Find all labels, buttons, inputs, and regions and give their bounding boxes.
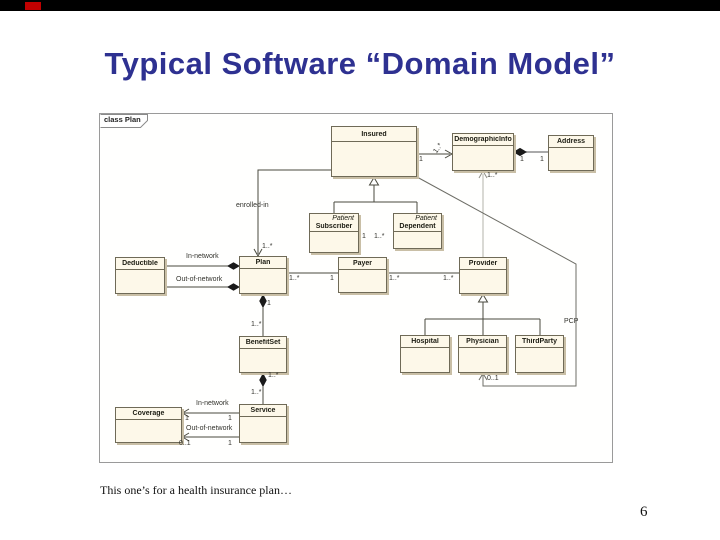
multiplicity: 1..* — [262, 243, 273, 250]
multiplicity: 1..* — [251, 321, 262, 328]
class-provider: Provider — [459, 257, 507, 294]
stereotype-patient: Patient — [415, 215, 437, 222]
class-benefitset: BenefitSet — [239, 336, 287, 373]
multiplicity: 1 — [419, 156, 423, 163]
frame-tab — [100, 114, 148, 128]
class-physician: Physician — [458, 335, 507, 373]
multiplicity: 1..* — [374, 233, 385, 240]
class-coverage: Coverage — [115, 407, 182, 443]
multiplicity: 1..* — [443, 275, 454, 282]
multiplicity: 0..1 — [179, 440, 191, 447]
assoc-label-in-network: In-network — [196, 400, 229, 407]
slide-title: Typical Software “Domain Model” — [104, 46, 616, 81]
assoc-label-in-network: In-network — [186, 253, 219, 260]
class-thirdparty: ThirdParty — [515, 335, 564, 373]
stereotype-patient: Patient — [332, 215, 354, 222]
multiplicity: 1 — [540, 156, 544, 163]
multiplicity: 1 — [330, 275, 334, 282]
frame-label: class Plan — [104, 115, 141, 124]
assoc-label-out-of-network: Out-of-network — [176, 276, 223, 283]
multiplicity: 1 — [228, 440, 232, 447]
multiplicity: 1..* — [251, 389, 262, 396]
class-plan: Plan — [239, 256, 287, 294]
class-address: Address — [548, 135, 594, 171]
class-insured: Insured — [331, 126, 417, 177]
class-demographicinfo: DemographicInfo — [452, 133, 514, 171]
multiplicity: 1 — [520, 156, 524, 163]
multiplicity: 1 — [362, 233, 366, 240]
multiplicity: 1..* — [268, 372, 279, 379]
multiplicity: 1..* — [289, 275, 300, 282]
uml-connectors — [100, 114, 577, 442]
multiplicity: 1..* — [487, 172, 498, 179]
multiplicity: 1 — [267, 300, 271, 307]
assoc-label-enrolled-in: enrolled-in — [236, 202, 269, 209]
multiplicity: 1 — [228, 415, 232, 422]
class-hospital: Hospital — [400, 335, 450, 373]
assoc-label-out-of-network: Out-of-network — [186, 425, 233, 432]
multiplicity: 1 — [185, 415, 189, 422]
class-service: Service — [239, 404, 287, 443]
assoc-label-pcp: PCP — [564, 318, 579, 325]
page-number: 6 — [640, 504, 648, 520]
class-patient-dependent: Patient Dependent — [393, 213, 442, 249]
multiplicity: 1..* — [389, 275, 400, 282]
class-deductible: Deductible — [115, 257, 165, 294]
uml-diagram-frame: class Plan Insured DemographicInfo Addre… — [99, 113, 613, 463]
top-border-bar — [0, 0, 720, 11]
class-patient-subscriber: Patient Subscriber — [309, 213, 359, 253]
slide-caption: This one’s for a health insurance plan… — [100, 483, 292, 497]
red-accent-square — [25, 2, 41, 10]
class-payer: Payer — [338, 257, 387, 293]
multiplicity: 0..1 — [487, 375, 499, 382]
